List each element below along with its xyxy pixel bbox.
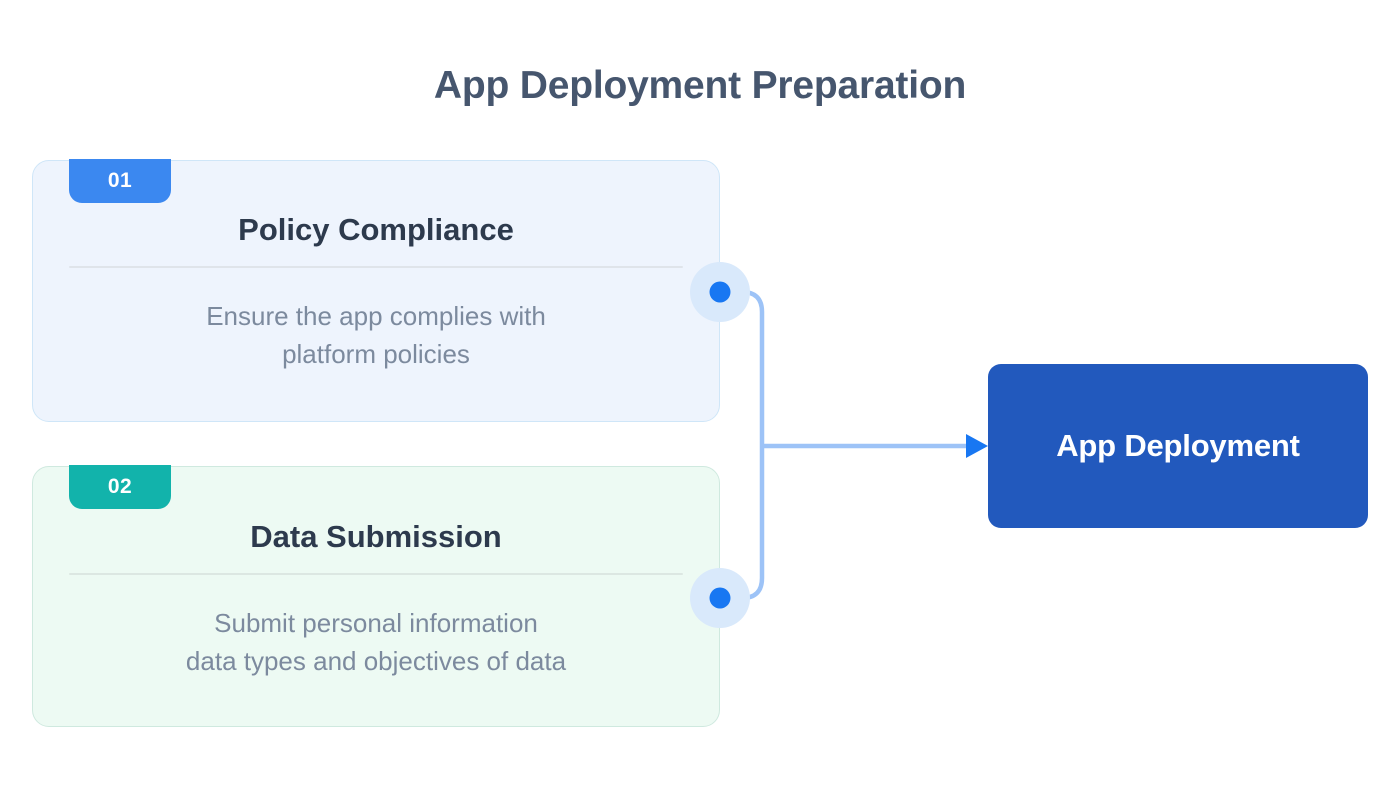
step-divider xyxy=(69,266,683,268)
target-node-app-deployment[interactable]: App Deployment xyxy=(988,364,1368,528)
page-title: App Deployment Preparation xyxy=(433,64,967,107)
step-description-line-1: Submit personal information xyxy=(214,608,538,638)
step-description-line-1: Ensure the app complies with xyxy=(206,301,546,331)
target-node-label: App Deployment xyxy=(1056,428,1300,463)
arrow-head-icon xyxy=(966,434,988,458)
step-card-data-submission[interactable]: 02 Data Submission Submit personal infor… xyxy=(32,465,720,727)
step-description-line-2: data types and objectives of data xyxy=(185,646,567,676)
step-number-badge: 01 xyxy=(69,159,171,204)
step-number-badge: 02 xyxy=(69,465,171,510)
step-description: Ensure the app complies with platform po… xyxy=(33,297,719,373)
step-description: Submit personal information data types a… xyxy=(33,604,719,680)
step-card-policy-compliance[interactable]: 01 Policy Compliance Ensure the app comp… xyxy=(32,159,720,422)
connector-path-step-1 xyxy=(717,289,765,601)
step-description-line-2: platform policies xyxy=(282,339,470,369)
step-title: Data Submission xyxy=(250,519,502,554)
step-title: Policy Compliance xyxy=(238,212,514,247)
step-divider xyxy=(69,573,683,575)
